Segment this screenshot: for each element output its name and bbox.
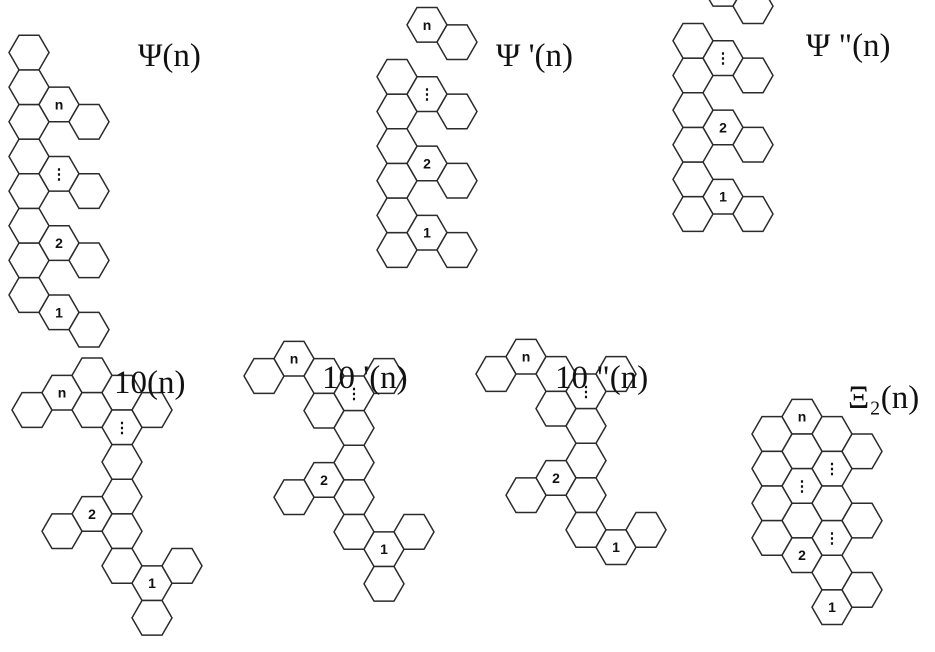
ring-label-n: n — [55, 96, 64, 112]
ring-label-n: n — [58, 385, 67, 401]
ring-label-n: n — [290, 351, 299, 367]
ring-label-two: 2 — [719, 119, 727, 135]
hexagon-ring — [732, 57, 774, 94]
ring-label-two: 2 — [320, 472, 328, 488]
figure-ten-prime: n ⋮ 2 1 10 '(n) — [243, 340, 435, 602]
ring-label-two: 2 — [55, 235, 63, 251]
hexagon-ring — [505, 477, 547, 514]
hexagon-ring — [436, 93, 478, 130]
ring-label-dots: ⋮ — [825, 461, 840, 478]
hexagon-ring — [161, 547, 203, 584]
hexagon-ring — [131, 599, 173, 636]
hexagon-ring — [436, 24, 478, 61]
hexagon-ring — [595, 355, 637, 393]
hexagon-ring — [625, 511, 667, 548]
hexagon-ring — [68, 173, 110, 210]
hexagon-ring — [68, 311, 110, 348]
hexagon-ring — [841, 502, 883, 539]
ring-label-two: 2 — [88, 506, 96, 522]
hexagon-ring — [732, 126, 774, 163]
ring-label-two: 2 — [798, 547, 806, 563]
figure-xi2: n ⋮ ⋮ ⋮ 2 1 Ξ₂(n) — [751, 380, 919, 626]
hexagon-ring — [436, 231, 478, 269]
hexagon-ring — [101, 443, 143, 481]
ring-label-dots: ⋮ — [716, 50, 731, 67]
figure-title: Ψ "(n) — [806, 28, 891, 64]
ring-label-n: n — [423, 17, 432, 33]
figure-psi-prime: 1 2 ⋮ n Ψ '(n) — [376, 6, 573, 269]
hexagon-ring — [732, 195, 774, 233]
figure-title: Ψ(n) — [138, 38, 201, 74]
hexagon-ring — [363, 357, 405, 395]
figure-title: 10 "(n) — [555, 360, 648, 396]
hexagon-ring — [68, 103, 110, 140]
hexagon-ring — [672, 22, 714, 59]
ring-label-dots: ⋮ — [347, 385, 362, 402]
ring-label-one: 1 — [612, 539, 620, 555]
hexagon-ring — [841, 433, 883, 470]
ring-label-dots: ⋮ — [795, 478, 810, 495]
ring-label-one: 1 — [423, 225, 431, 241]
figure-title: Ψ '(n) — [496, 38, 573, 74]
ring-label-one: 1 — [148, 575, 156, 591]
hexagon-ring — [131, 391, 173, 429]
ring-label-n: n — [522, 349, 531, 365]
figure-ten: n ⋮ 2 1 10(n) — [11, 357, 203, 636]
figure-ten-dprime: n ⋮ 2 1 10 "(n) — [475, 338, 667, 566]
hexagon-ring — [376, 58, 418, 95]
ring-label-dots: ⋮ — [420, 86, 435, 103]
hexagon-ring — [273, 479, 315, 516]
hexagon-ring — [8, 34, 50, 71]
ring-label-dots: ⋮ — [579, 383, 594, 400]
ring-label-n: n — [798, 409, 807, 425]
ring-label-two: 2 — [423, 155, 431, 171]
ring-label-dots: ⋮ — [825, 530, 840, 547]
figure-title: Ξ₂(n) — [848, 380, 919, 416]
ring-label-two: 2 — [552, 470, 560, 486]
ring-label-dots: ⋮ — [115, 419, 130, 436]
figure-title: 10(n) — [114, 365, 185, 401]
figure-psi: 1 2 ⋮ n Ψ(n) — [8, 34, 201, 348]
hexagon-ring — [68, 242, 110, 279]
hexagon-ring — [393, 513, 435, 550]
figure-psi-dprime: 12⋮nΨ "(n) — [672, 0, 891, 233]
figure-title: 10 '(n) — [322, 360, 408, 396]
ring-label-dots: ⋮ — [52, 166, 67, 183]
hexagon-ring — [841, 571, 883, 608]
hexagon-ring — [436, 162, 478, 199]
hexagon-ring — [41, 513, 83, 550]
ring-label-one: 1 — [380, 541, 388, 557]
ring-label-one: 1 — [719, 189, 727, 205]
hexagon-ring — [363, 565, 405, 602]
ring-label-one: 1 — [55, 304, 63, 320]
ring-label-one: 1 — [828, 599, 836, 615]
hexagon-ring — [732, 0, 774, 25]
